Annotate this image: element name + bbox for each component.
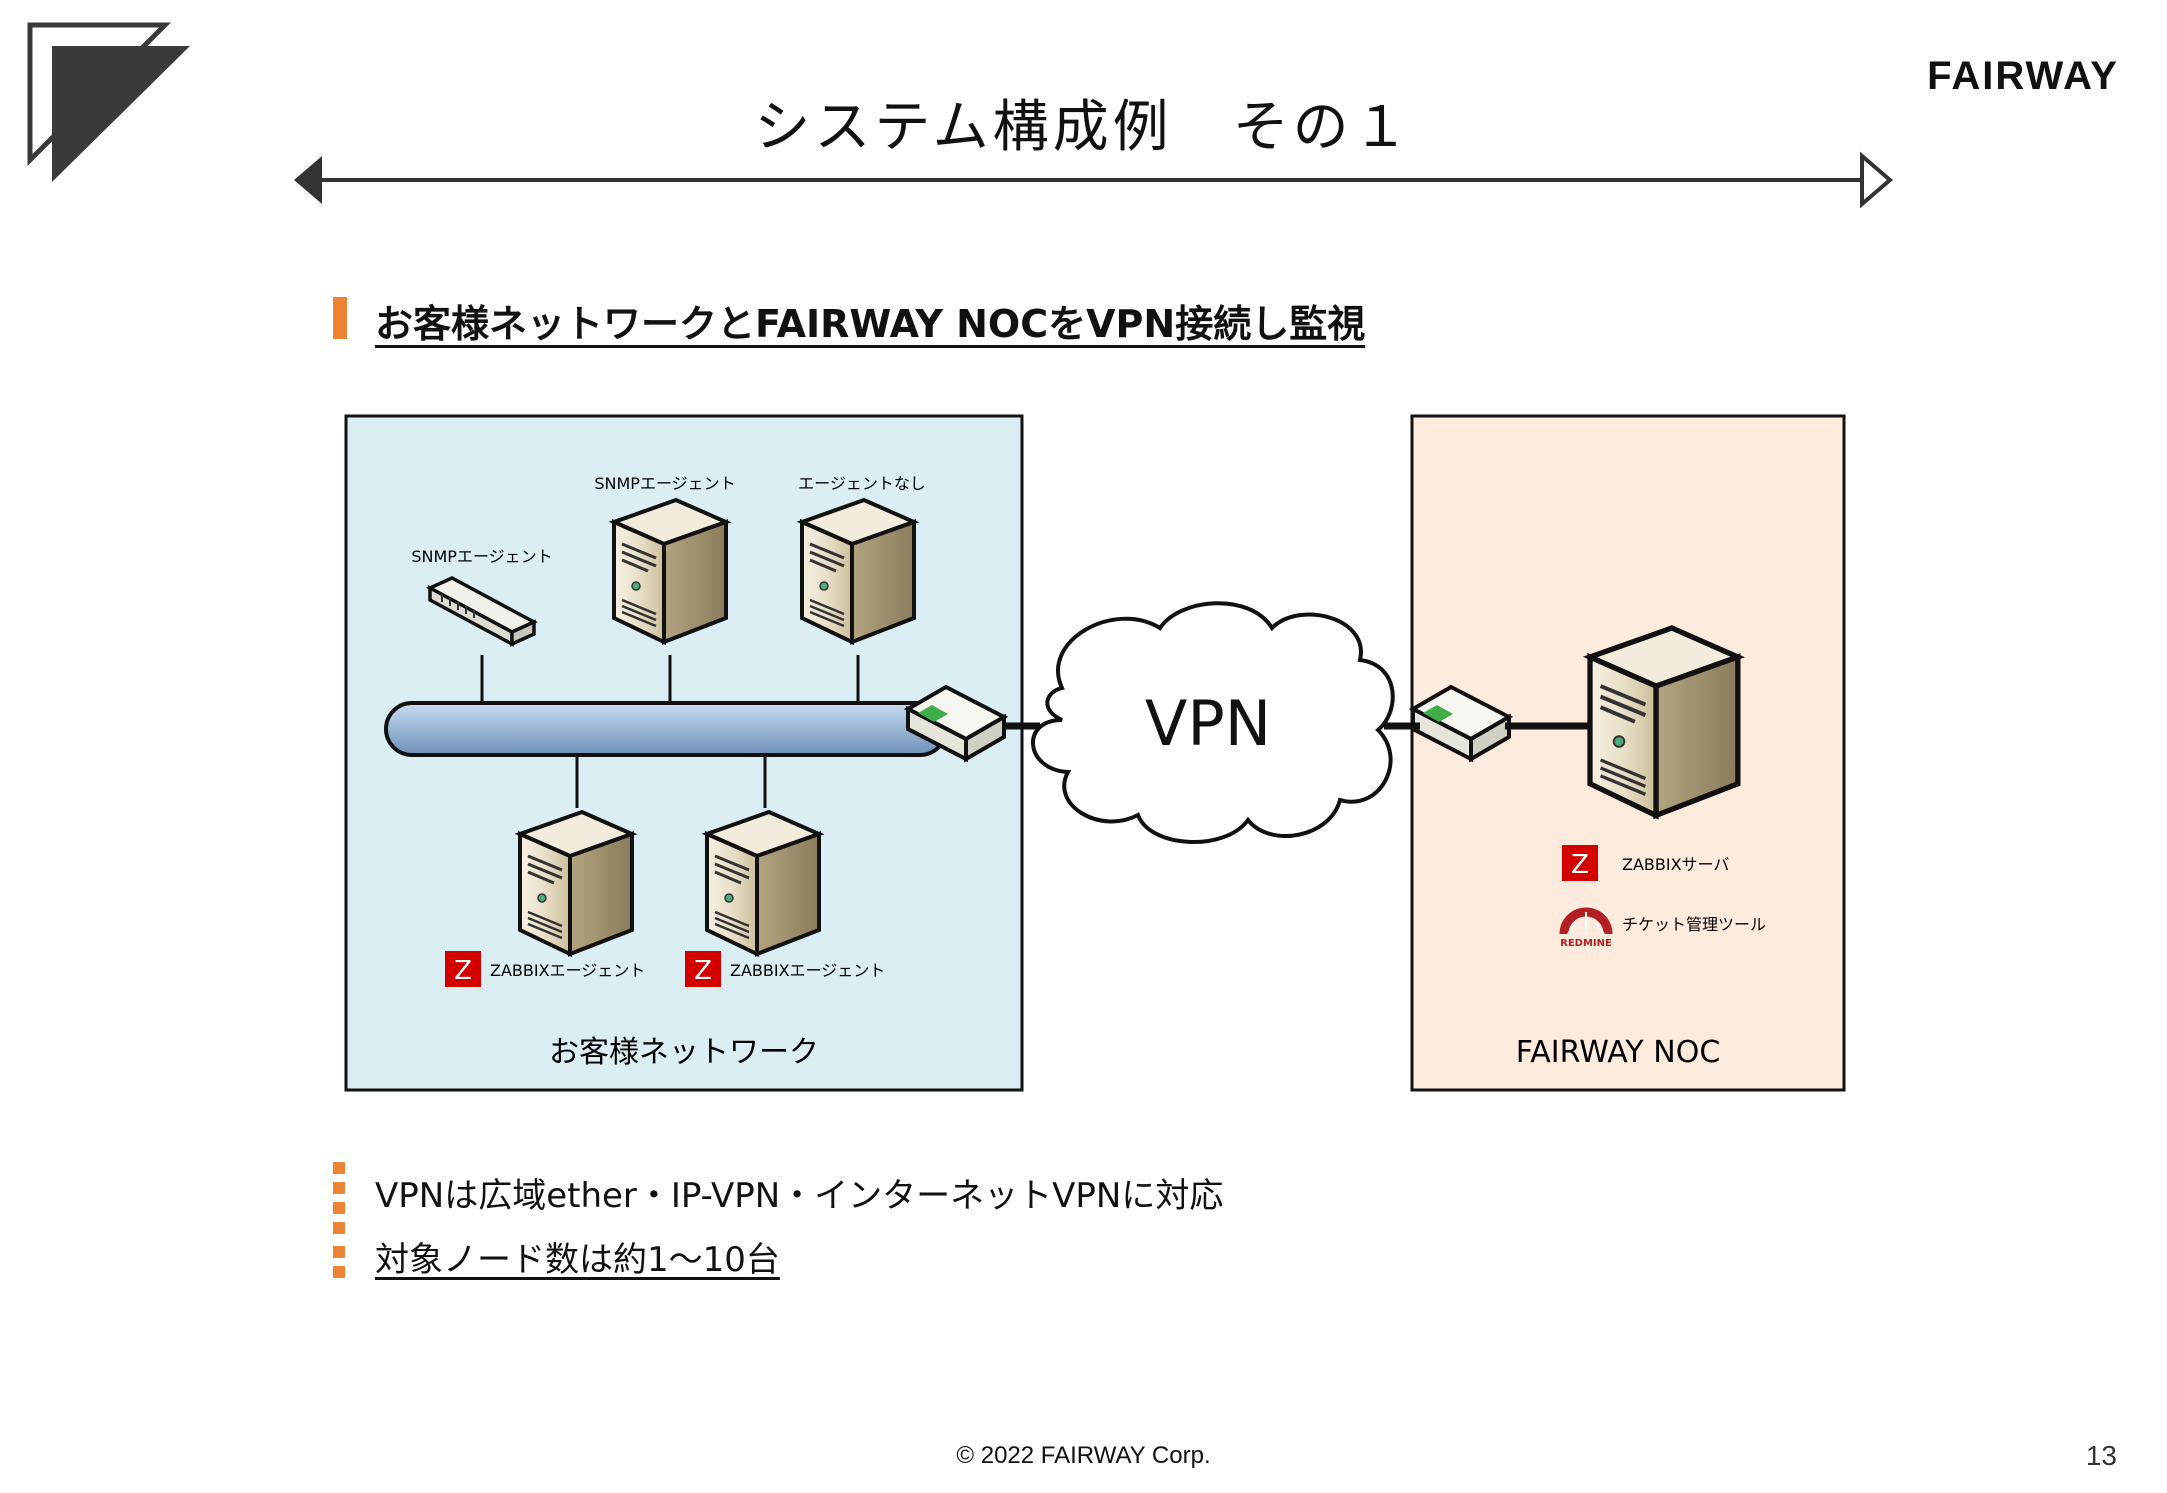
redmine-logo-icon: REDMINE [1559, 907, 1613, 949]
server-snmp-icon [612, 498, 728, 644]
vpn-cloud-icon [1031, 601, 1395, 844]
vpn-label: VPN [1145, 687, 1271, 760]
zabbix-logo-icon: Z [685, 951, 721, 987]
subheading: お客様ネットワークとFAIRWAY NOCをVPN接続し監視 [375, 302, 1366, 346]
subheading-marker [333, 297, 347, 339]
switch-icon [426, 576, 538, 647]
zabbix-logo-icon: Z [1562, 845, 1598, 881]
page-title: システム構成例 その１ [754, 95, 1413, 160]
page-number: 13 [2085, 1440, 2117, 1471]
svg-text:Z: Z [1571, 850, 1589, 880]
zabbix-logo-icon: Z [445, 951, 481, 987]
zabbix-server-label: ZABBIXサーバ [1622, 855, 1729, 874]
server-snmp-label: SNMPエージェント [594, 474, 735, 493]
server-zabbix-left-icon [518, 810, 634, 956]
brand-logo: FAIRWAY [1927, 54, 2119, 98]
svg-text:REDMINE: REDMINE [1560, 938, 1612, 949]
network-bus [384, 701, 948, 757]
server-no-agent-icon [800, 498, 916, 644]
bullet-markers [333, 1162, 345, 1278]
customer-network-label: お客様ネットワーク [549, 1035, 819, 1070]
svg-text:Z: Z [454, 956, 472, 986]
zabbix-agent-left-label: ZABBIXエージェント [490, 961, 645, 980]
server-zabbix-right-icon [705, 810, 821, 956]
ticket-tool-label: チケット管理ツール [1622, 915, 1766, 934]
footer-copyright: © 2022 FAIRWAY Corp. [956, 1442, 1211, 1469]
bullet-item: VPNは広域ether・IP-VPN・インターネットVPNに対応 [375, 1176, 1224, 1216]
server-no-agent-label: エージェントなし [798, 474, 926, 493]
svg-text:Z: Z [694, 956, 712, 986]
corner-logo-icon [27, 22, 190, 182]
noc-label: FAIRWAY NOC [1516, 1035, 1721, 1070]
noc-server-icon [1590, 628, 1738, 815]
bullet-item: 対象ノード数は約1～10台 [375, 1240, 780, 1280]
zabbix-agent-right-label: ZABBIXエージェント [730, 961, 885, 980]
switch-label: SNMPエージェント [411, 547, 552, 566]
title-arrow-icon [294, 151, 1894, 209]
